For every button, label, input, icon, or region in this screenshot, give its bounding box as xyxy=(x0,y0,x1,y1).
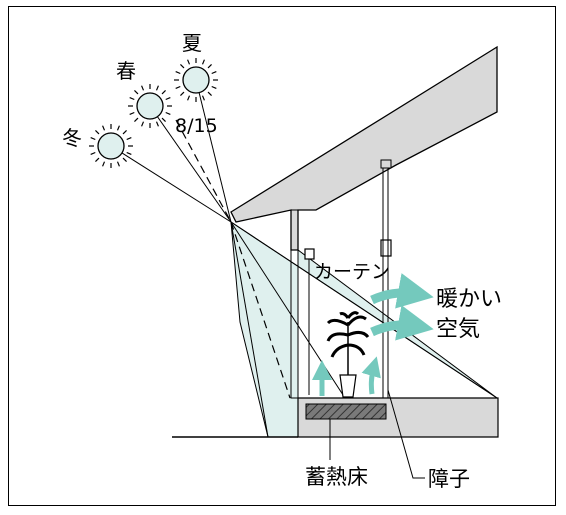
thermal-floor-mass xyxy=(305,403,387,420)
ray-summer xyxy=(195,79,232,223)
label-shoji: 障子 xyxy=(428,467,470,491)
warm-air-arrow-icon xyxy=(361,356,381,395)
curtain-rail xyxy=(304,248,315,260)
sun-icon xyxy=(89,124,133,168)
label-spring: 春 xyxy=(116,59,136,83)
label-summer: 夏 xyxy=(182,31,202,55)
label-curtain: カーテン xyxy=(314,261,390,283)
ray-aug15 xyxy=(175,119,232,223)
leader-shoji xyxy=(387,389,425,479)
diagram-frame xyxy=(8,6,556,506)
label-warm-air-line2: 空気 xyxy=(436,317,480,342)
sun-icon xyxy=(128,84,172,128)
warm-air-arrow-icon xyxy=(370,273,434,309)
roof xyxy=(230,45,498,251)
label-date: 8/15 xyxy=(175,115,218,137)
potted-plant-icon xyxy=(326,311,370,398)
label-thermal-floor: 蓄熱床 xyxy=(305,465,368,489)
ray-spring xyxy=(149,105,232,223)
ray-interior xyxy=(230,221,269,438)
warm-air-arrow-icon xyxy=(370,305,434,341)
sun-icon xyxy=(174,58,218,102)
ray-interior xyxy=(230,221,498,399)
ray-interior-dashed xyxy=(230,221,291,399)
label-warm-air-line1: 暖かい xyxy=(436,287,502,312)
ray-winter xyxy=(110,145,232,223)
outer-wall xyxy=(290,209,299,399)
roof-beam xyxy=(380,159,392,169)
label-winter: 冬 xyxy=(62,126,82,150)
shoji-rail xyxy=(380,239,392,257)
